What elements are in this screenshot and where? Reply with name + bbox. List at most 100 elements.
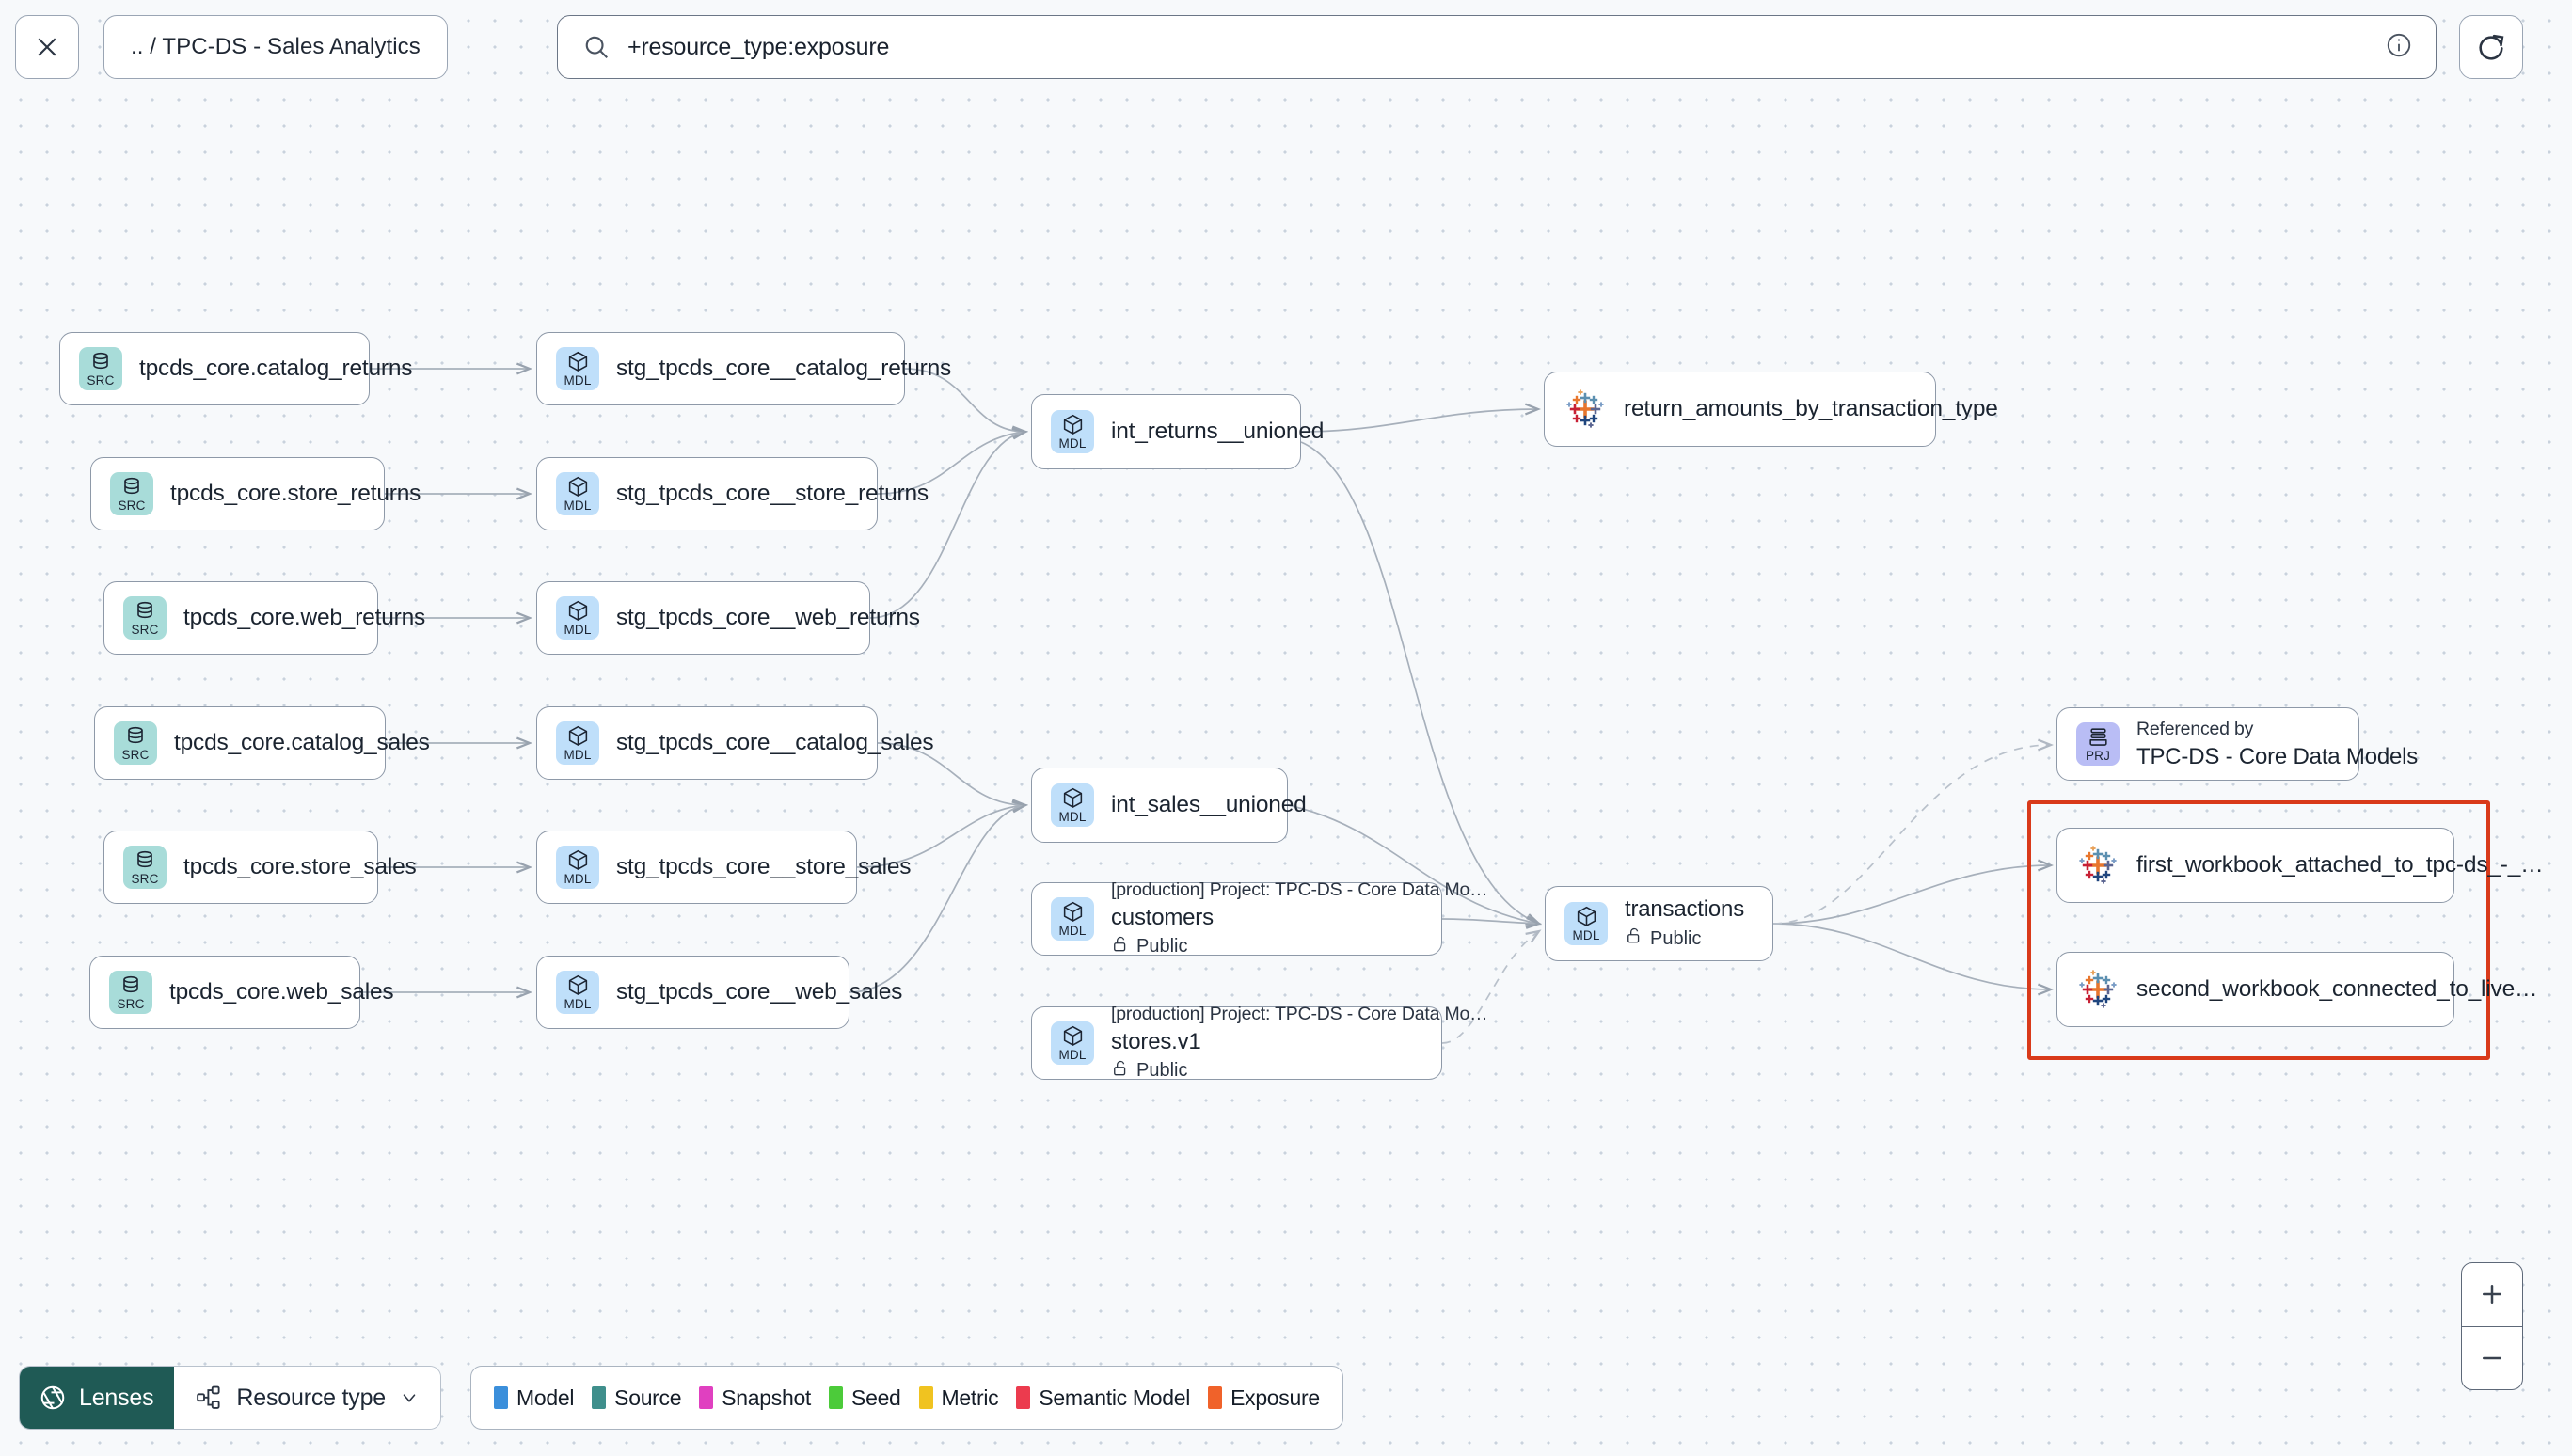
badge-label: MDL	[564, 499, 592, 514]
legend-item-metric[interactable]: Metric	[918, 1385, 999, 1411]
badge-label: MDL	[1058, 1048, 1087, 1063]
node-label: int_sales__unioned	[1111, 792, 1307, 817]
badge-label: MDL	[1058, 810, 1087, 825]
zoom-in-button[interactable]	[2462, 1263, 2522, 1327]
breadcrumb[interactable]: .. / TPC-DS - Sales Analytics	[103, 15, 448, 79]
legend-label: Metric	[941, 1385, 999, 1410]
tableau-icon	[1564, 388, 1607, 431]
graph-node-stores_v1[interactable]: MDL[production] Project: TPC-DS - Core D…	[1031, 1004, 1488, 1081]
resource-type-dropdown[interactable]: Resource type	[174, 1367, 441, 1429]
graph-node-second_workbook[interactable]: second_workbook_connected_to_live…	[2056, 952, 2538, 1027]
search-bar[interactable]	[557, 15, 2437, 79]
top-toolbar: .. / TPC-DS - Sales Analytics	[0, 0, 2572, 111]
model-badge: MDL	[556, 971, 599, 1014]
node-label: tpcds_core.web_returns	[183, 605, 426, 630]
tableau-icon	[2076, 844, 2120, 887]
cube-icon	[566, 350, 590, 373]
source-badge: SRC	[123, 846, 167, 889]
node-label: second_workbook_connected_to_live…	[2136, 976, 2538, 1002]
cube-icon	[1061, 900, 1085, 924]
tableau-icon	[2076, 968, 2120, 1011]
legend-swatch	[494, 1386, 508, 1409]
cube-icon	[1061, 1024, 1085, 1048]
badge-label: MDL	[1058, 924, 1087, 939]
legend-label: Source	[614, 1385, 682, 1410]
node-label: stg_tpcds_core__catalog_returns	[616, 356, 952, 381]
search-input[interactable]	[627, 33, 2374, 61]
graph-node-stg_store_sales[interactable]: MDL stg_tpcds_core__store_sales	[536, 831, 911, 904]
model-badge: MDL	[1564, 902, 1608, 945]
node-label: customers	[1111, 904, 1214, 930]
plus-icon	[2483, 1285, 2501, 1305]
node-project-label: [production] Project: TPC-DS - Core Data…	[1111, 878, 1488, 900]
model-badge: MDL	[556, 347, 599, 390]
database-icon	[119, 974, 142, 997]
legend-swatch	[592, 1386, 607, 1409]
node-label: tpcds_core.web_sales	[169, 979, 394, 1005]
cube-icon	[1061, 786, 1085, 810]
cube-icon	[1061, 413, 1085, 436]
badge-label: SRC	[118, 498, 146, 513]
node-label: stg_tpcds_core__web_returns	[616, 605, 920, 630]
badge-label: SRC	[121, 747, 150, 762]
graph-node-stg_catalog_returns[interactable]: MDL stg_tpcds_core__catalog_returns	[536, 332, 951, 405]
model-badge: MDL	[556, 596, 599, 640]
info-icon[interactable]	[2385, 31, 2413, 64]
model-badge: MDL	[1051, 897, 1094, 941]
graph-node-customers[interactable]: MDL [production] Project: TPC-DS - Core D…	[1031, 879, 1488, 957]
graph-node-stg_web_returns[interactable]: MDL stg_tpcds_core__web_returns	[536, 581, 920, 655]
legend-swatch	[918, 1386, 933, 1409]
graph-node-first_workbook[interactable]: first_workbook_attached_to_tpc-ds_-_…	[2056, 828, 2544, 903]
zoom-out-button[interactable]	[2462, 1327, 2522, 1390]
source-badge: SRC	[123, 596, 167, 640]
lock-icon	[1625, 926, 1643, 951]
legend-label: Snapshot	[722, 1385, 812, 1410]
legend-item-snapshot[interactable]: Snapshot	[699, 1385, 811, 1411]
legend-swatch	[1016, 1386, 1031, 1409]
lenses-button[interactable]: Lenses	[20, 1367, 175, 1429]
legend-item-model[interactable]: Model	[494, 1385, 574, 1411]
close-button[interactable]	[15, 15, 79, 79]
cube-icon	[1575, 905, 1598, 928]
graph-node-stg_web_sales[interactable]: MDL stg_tpcds_core__web_sales	[536, 956, 902, 1029]
legend-item-exposure[interactable]: Exposure	[1208, 1385, 1320, 1411]
node-label: stg_tpcds_core__web_sales	[616, 979, 903, 1005]
legend-swatch	[829, 1386, 844, 1409]
legend-item-source[interactable]: Source	[592, 1385, 682, 1411]
model-badge: MDL	[556, 472, 599, 515]
project-badge: PRJ	[2076, 722, 2120, 766]
aperture-icon	[40, 1385, 65, 1410]
graph-node-int_sales_unioned[interactable]: MDL int_sales__unioned	[1031, 768, 1307, 843]
database-icon	[134, 849, 156, 872]
badge-label: MDL	[564, 748, 592, 763]
badge-label: MDL	[564, 872, 592, 887]
bottom-toolbar: Lenses Resource type Model Source Snapshot…	[0, 1345, 2572, 1456]
graph-node-return_amounts[interactable]: return_amounts_by_transaction_type	[1544, 372, 1998, 447]
model-badge: MDL	[556, 721, 599, 765]
resource-type-legend: Model Source Snapshot Seed Metric Semantic Mo…	[470, 1366, 1343, 1430]
access-label: Public	[1136, 936, 1188, 957]
breadcrumb-label: .. / TPC-DS - Sales Analytics	[131, 34, 421, 59]
refresh-button[interactable]	[2459, 15, 2523, 79]
badge-label: SRC	[131, 622, 159, 637]
legend-item-semantic-model[interactable]: Semantic Model	[1016, 1385, 1190, 1411]
node-label: stg_tpcds_core__store_sales	[616, 854, 912, 879]
node-label: first_workbook_attached_to_tpc-ds_-_…	[2136, 852, 2544, 878]
node-label: TPC-DS - Core Data Models	[2136, 743, 2419, 769]
legend-label: Exposure	[1230, 1385, 1320, 1410]
graph-node-src_web_returns[interactable]: SRC tpcds_core.web_returns	[103, 581, 425, 655]
legend-label: Semantic Model	[1039, 1385, 1191, 1410]
legend-label: Seed	[851, 1385, 901, 1410]
legend-item-seed[interactable]: Seed	[829, 1385, 901, 1411]
